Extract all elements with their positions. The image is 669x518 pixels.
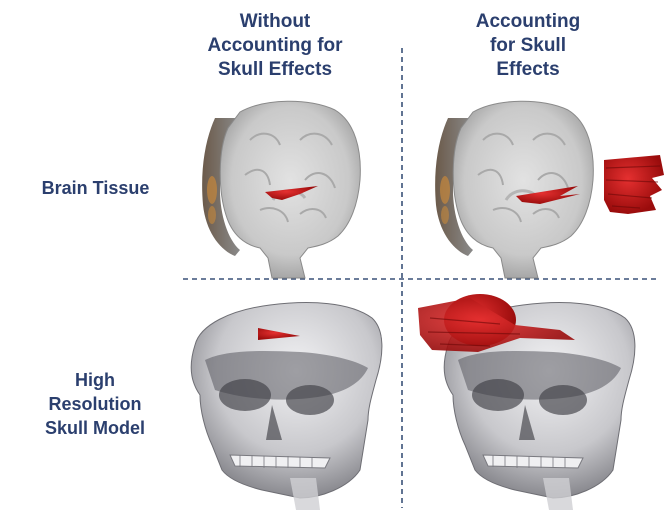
focal-spot-outside-skull bbox=[604, 155, 664, 214]
skull-model-with-skull-effects bbox=[418, 294, 635, 510]
brain-slice-with-skull bbox=[435, 101, 664, 278]
skull-model-without-skull-effects bbox=[191, 303, 382, 510]
brain-slice-without-skull bbox=[202, 101, 360, 278]
